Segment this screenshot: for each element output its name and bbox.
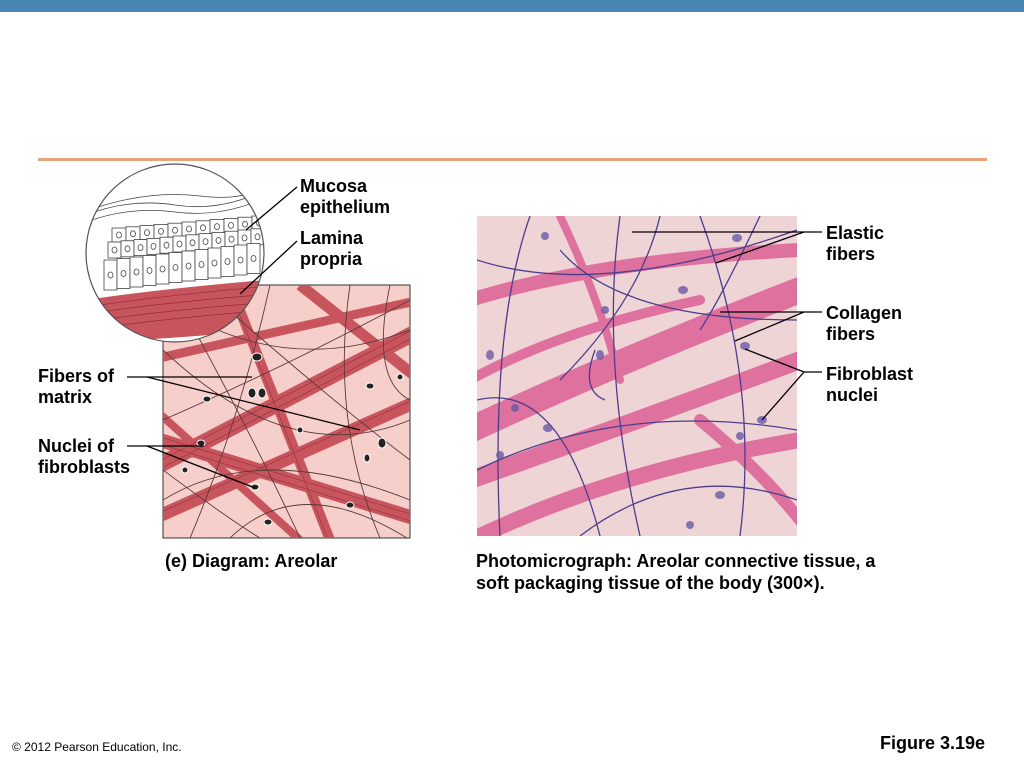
label-collagen-fibers: Collagen fibers bbox=[826, 303, 903, 344]
epithelial-cell-nucleus bbox=[176, 240, 183, 248]
epithelial-cell-nucleus bbox=[120, 270, 127, 277]
areolar-diagram bbox=[85, 163, 411, 539]
epithelial-cell-nucleus bbox=[241, 234, 248, 242]
epithelial-cell-nucleus bbox=[159, 265, 166, 273]
epithelial-cell-nucleus bbox=[137, 244, 144, 252]
epithelial-cell-nucleus bbox=[130, 230, 136, 238]
label-nuclei-of-fibroblasts: Nuclei of fibroblasts bbox=[38, 436, 131, 477]
epithelial-cell-nucleus bbox=[163, 241, 170, 249]
epithelial-cell-nucleus bbox=[228, 221, 234, 229]
epithelial-cell-nucleus bbox=[158, 227, 164, 235]
epithelial-cell-nucleus bbox=[237, 256, 244, 264]
epithelial-cell-nucleus bbox=[107, 271, 114, 279]
epithelial-cell-nucleus bbox=[133, 268, 140, 276]
epithelial-cell-nucleus bbox=[150, 242, 157, 250]
epithelial-cell-nucleus bbox=[116, 231, 122, 239]
epithelial-cell-nucleus bbox=[228, 235, 235, 243]
areolar-photomicrograph bbox=[477, 216, 797, 536]
label-fibroblast-nuclei: Fibroblast nuclei bbox=[826, 364, 914, 405]
epithelial-cell-nucleus bbox=[202, 238, 209, 246]
epithelial-cell-nucleus bbox=[214, 223, 220, 231]
epithelial-cell-nucleus bbox=[189, 239, 196, 247]
label-elastic-fibers: Elastic fibers bbox=[826, 223, 885, 264]
epithelial-cell-nucleus bbox=[215, 236, 222, 244]
epithelial-cell-nucleus bbox=[200, 224, 206, 232]
epithelial-cell-nucleus bbox=[242, 220, 248, 228]
magnified-epithelium-inset-icon bbox=[85, 163, 265, 343]
epithelial-cell-nucleus bbox=[172, 264, 179, 271]
epithelial-cell-nucleus bbox=[186, 225, 192, 233]
label-mucosa-epithelium: Mucosa epithelium bbox=[300, 176, 391, 217]
epithelial-cell-nucleus bbox=[172, 226, 178, 234]
figure-number: Figure 3.19e bbox=[880, 733, 986, 753]
epithelial-cell-nucleus bbox=[185, 262, 192, 270]
title-divider bbox=[38, 158, 987, 161]
caption-photomicrograph: Photomicrograph: Areolar connective tiss… bbox=[476, 551, 876, 593]
epithelial-cell-nucleus bbox=[198, 261, 205, 268]
label-lamina-propria: Lamina propria bbox=[300, 228, 364, 269]
epithelial-cell-nucleus bbox=[144, 229, 150, 237]
epithelial-cell-nucleus bbox=[211, 259, 218, 267]
epithelial-cell-nucleus bbox=[250, 255, 257, 262]
top-accent-bar bbox=[0, 0, 1024, 12]
copyright-notice: © 2012 Pearson Education, Inc. bbox=[12, 740, 182, 754]
epithelial-cell-nucleus bbox=[254, 233, 261, 241]
epithelial-cell-nucleus bbox=[111, 246, 118, 254]
leader-lines bbox=[127, 186, 822, 489]
epithelial-cell-nucleus bbox=[146, 267, 153, 274]
label-fibers-of-matrix: Fibers of matrix bbox=[38, 366, 115, 407]
caption-diagram: (e) Diagram: Areolar bbox=[165, 551, 338, 571]
epithelial-cell-nucleus bbox=[124, 245, 131, 253]
epithelial-cell-nucleus bbox=[224, 258, 231, 265]
